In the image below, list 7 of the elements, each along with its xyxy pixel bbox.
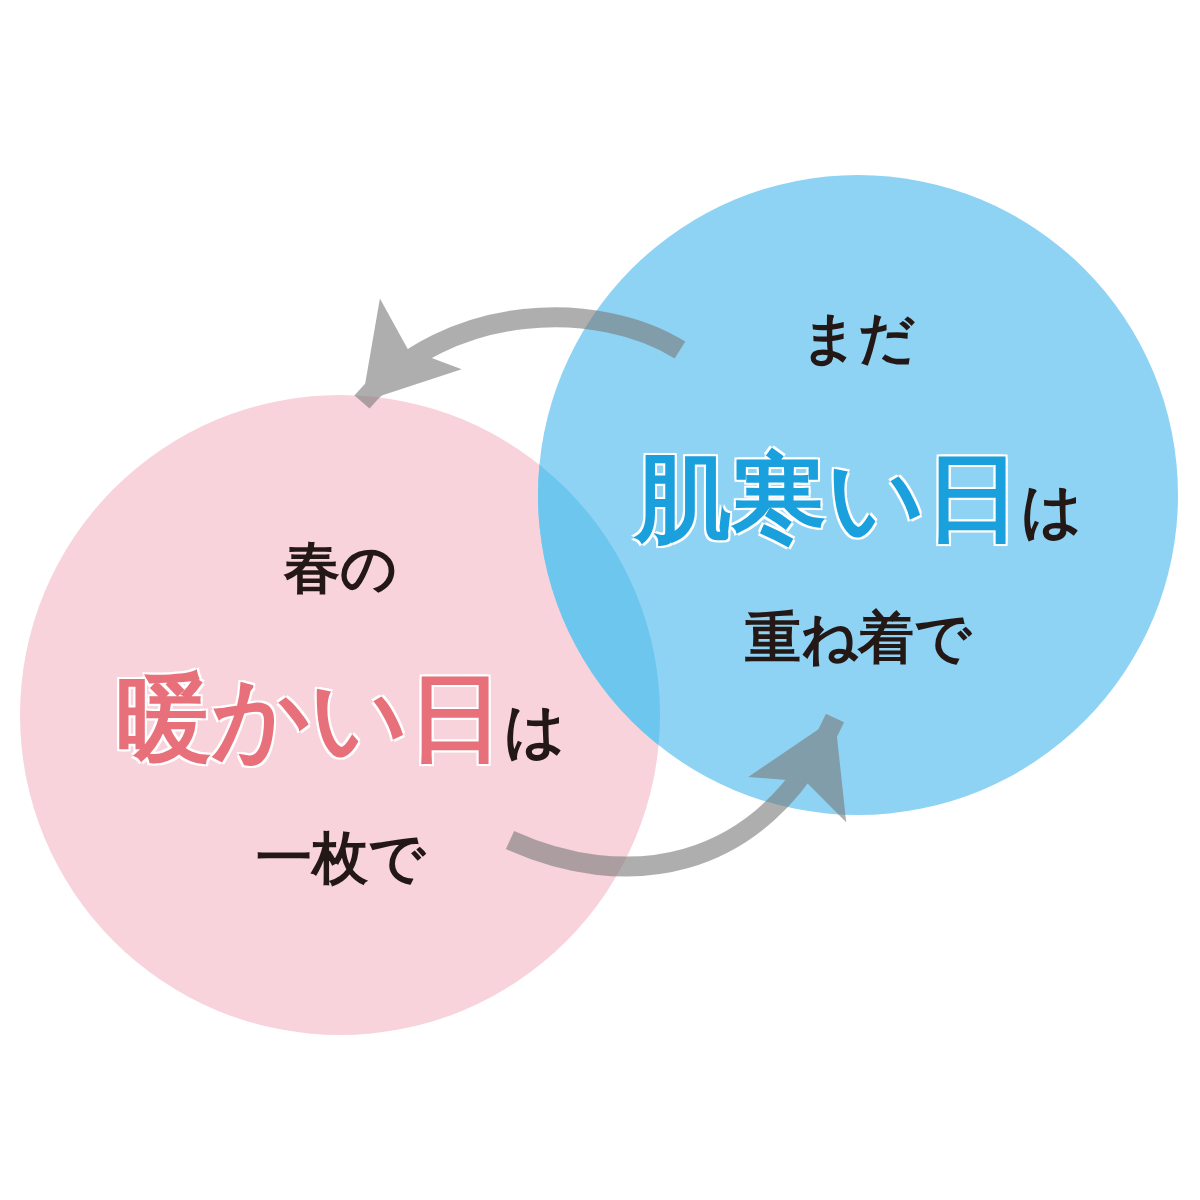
caption-text: 一枚で	[255, 830, 425, 886]
curved-arrow	[354, 300, 685, 410]
curved-arrow	[506, 713, 844, 877]
caption-text: 重ね着で	[745, 610, 971, 666]
caption-text: まだ	[801, 310, 915, 366]
caption-text: 春の	[283, 540, 397, 596]
caption-text: 暖かい日は	[115, 670, 565, 766]
